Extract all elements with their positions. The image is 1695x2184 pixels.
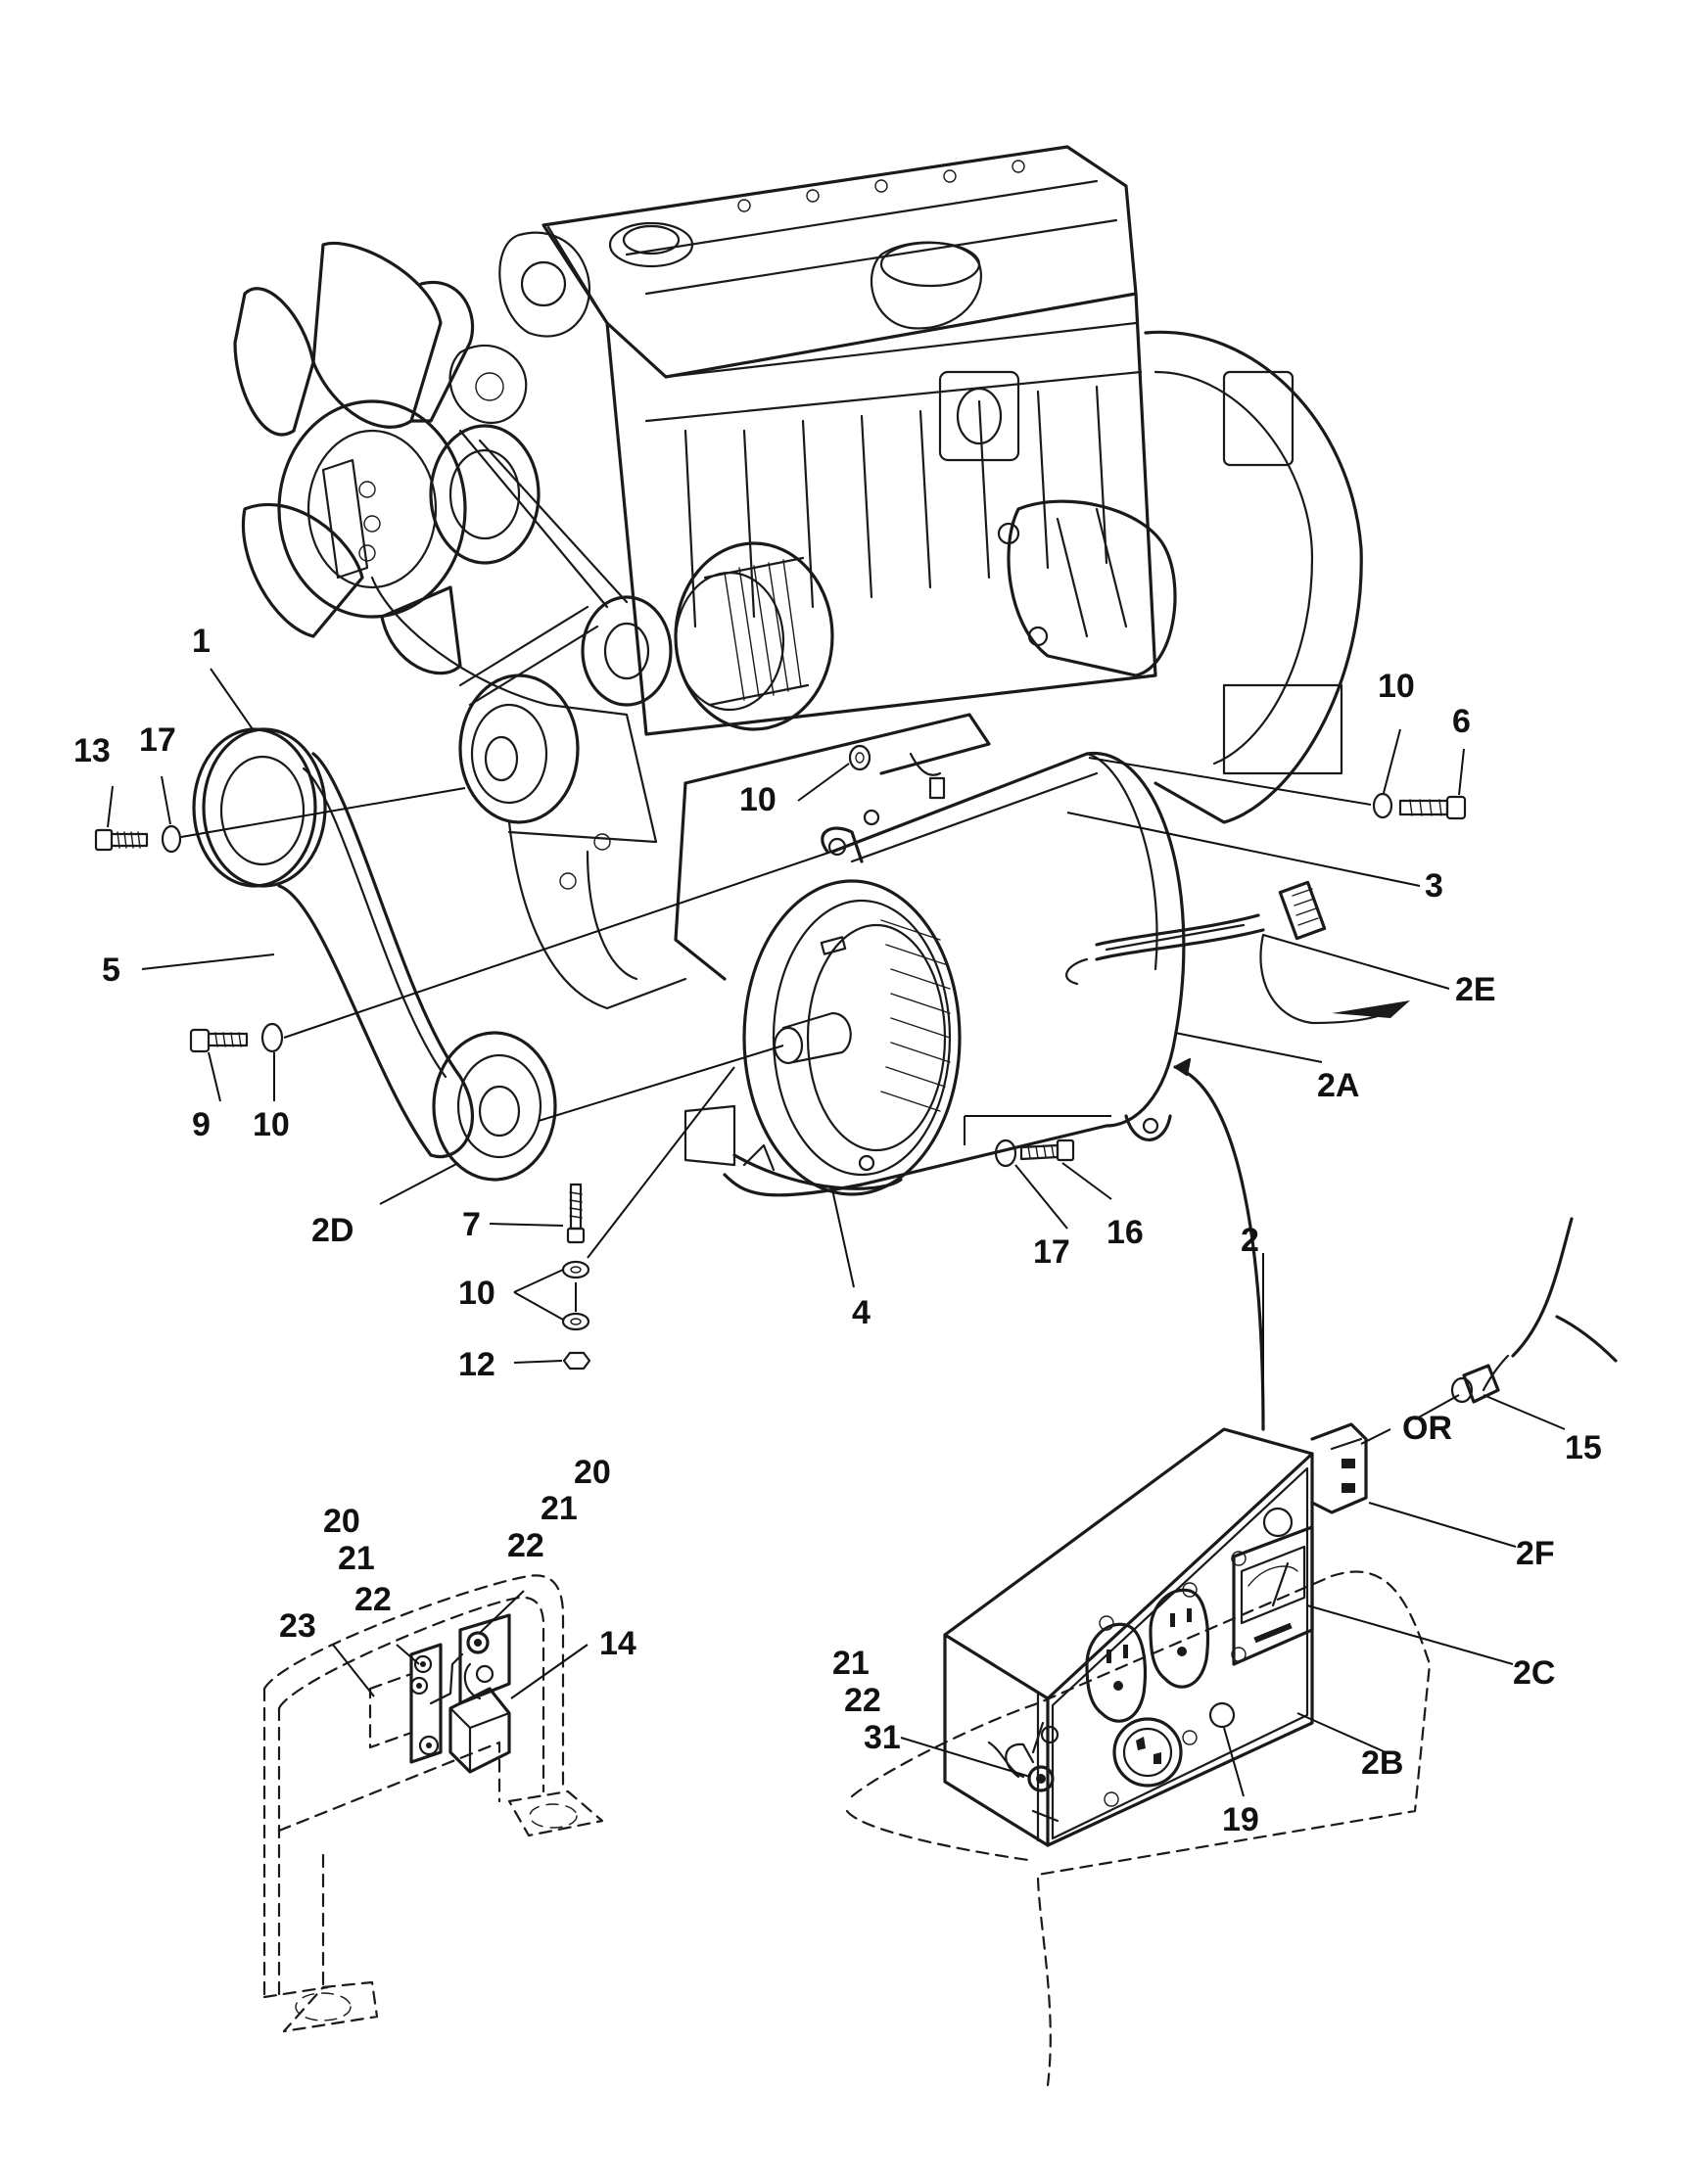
callout-OR: OR bbox=[1402, 1410, 1452, 1447]
callout-2A: 2A bbox=[1317, 1067, 1359, 1104]
callout-5: 5 bbox=[102, 952, 120, 989]
bolt-9 bbox=[189, 1028, 249, 1053]
callout-20-left: 20 bbox=[323, 1503, 360, 1540]
callout-17: 17 bbox=[139, 721, 176, 759]
callout-23: 23 bbox=[279, 1607, 316, 1645]
callout-2C: 2C bbox=[1513, 1654, 1555, 1692]
washer-17 bbox=[161, 824, 182, 854]
callout-21-left: 21 bbox=[338, 1540, 375, 1577]
callout-13: 13 bbox=[73, 732, 111, 769]
fan-belt bbox=[458, 429, 629, 707]
callout-2E: 2E bbox=[1455, 971, 1496, 1008]
callout-2F: 2F bbox=[1516, 1535, 1555, 1572]
callout-15: 15 bbox=[1565, 1429, 1602, 1466]
callout-labels: 1 13 17 10 6 10 3 5 2E 9 10 2A 2D 7 17 1… bbox=[73, 623, 1602, 1838]
washer-10-lower-a bbox=[561, 1260, 590, 1279]
control-box-2B bbox=[845, 1422, 1432, 2087]
callout-10-right: 10 bbox=[1378, 668, 1415, 705]
pulley-2D bbox=[432, 1031, 557, 1182]
callout-10-lower: 10 bbox=[458, 1275, 495, 1312]
engine-block bbox=[370, 145, 1363, 1010]
callout-10-left: 10 bbox=[253, 1106, 290, 1143]
bolt-13 bbox=[94, 828, 149, 852]
nut-12 bbox=[562, 1351, 591, 1371]
belt-5 bbox=[277, 752, 474, 1159]
engine-alternator bbox=[581, 541, 834, 731]
bolt-7 bbox=[566, 1183, 586, 1244]
cable-2 bbox=[1173, 1065, 1265, 1431]
wiring-harness-2E bbox=[1065, 880, 1410, 1025]
callout-2B: 2B bbox=[1361, 1744, 1403, 1782]
mounting-frame bbox=[262, 1574, 604, 2033]
callout-16: 16 bbox=[1106, 1214, 1144, 1251]
callout-2D: 2D bbox=[311, 1212, 353, 1249]
bracket-23 bbox=[368, 1643, 464, 1764]
callout-22-left: 22 bbox=[354, 1581, 392, 1618]
callout-12: 12 bbox=[458, 1346, 495, 1383]
callout-7: 7 bbox=[462, 1206, 481, 1243]
callout-2: 2 bbox=[1241, 1222, 1259, 1259]
callout-3: 3 bbox=[1425, 867, 1443, 905]
bolt-6 bbox=[1398, 795, 1467, 820]
washer-10-lower-b bbox=[561, 1312, 590, 1331]
callout-17-lower: 17 bbox=[1033, 1233, 1070, 1271]
washer-10-right bbox=[1372, 792, 1393, 819]
pulley-1 bbox=[192, 727, 327, 888]
callout-9: 9 bbox=[192, 1106, 211, 1143]
adapter-bracket-3 bbox=[674, 713, 991, 981]
water-pump-pulley bbox=[429, 424, 541, 565]
callout-14: 14 bbox=[599, 1625, 636, 1662]
callout-4: 4 bbox=[852, 1294, 871, 1331]
crankshaft-pulley bbox=[458, 674, 580, 824]
callout-31: 31 bbox=[864, 1719, 901, 1756]
washer-10-left bbox=[260, 1022, 284, 1053]
callout-6: 6 bbox=[1452, 703, 1471, 740]
callout-19: 19 bbox=[1222, 1801, 1259, 1838]
bolt-16 bbox=[1019, 1138, 1075, 1162]
callout-1: 1 bbox=[192, 623, 211, 660]
leader-lines bbox=[107, 668, 1566, 1797]
washer-10-top bbox=[848, 744, 871, 771]
sensor-15 bbox=[1450, 1217, 1618, 1404]
callout-21-right: 21 bbox=[541, 1490, 578, 1527]
callout-22-box: 22 bbox=[844, 1682, 881, 1719]
callout-20-right: 20 bbox=[574, 1454, 611, 1491]
callout-22-right: 22 bbox=[507, 1527, 544, 1564]
callout-10-top: 10 bbox=[739, 781, 777, 818]
washer-17-lower bbox=[994, 1138, 1017, 1168]
callout-21-box: 21 bbox=[832, 1645, 870, 1682]
generator-2A bbox=[683, 752, 1186, 1197]
cooling-fan bbox=[233, 242, 475, 675]
